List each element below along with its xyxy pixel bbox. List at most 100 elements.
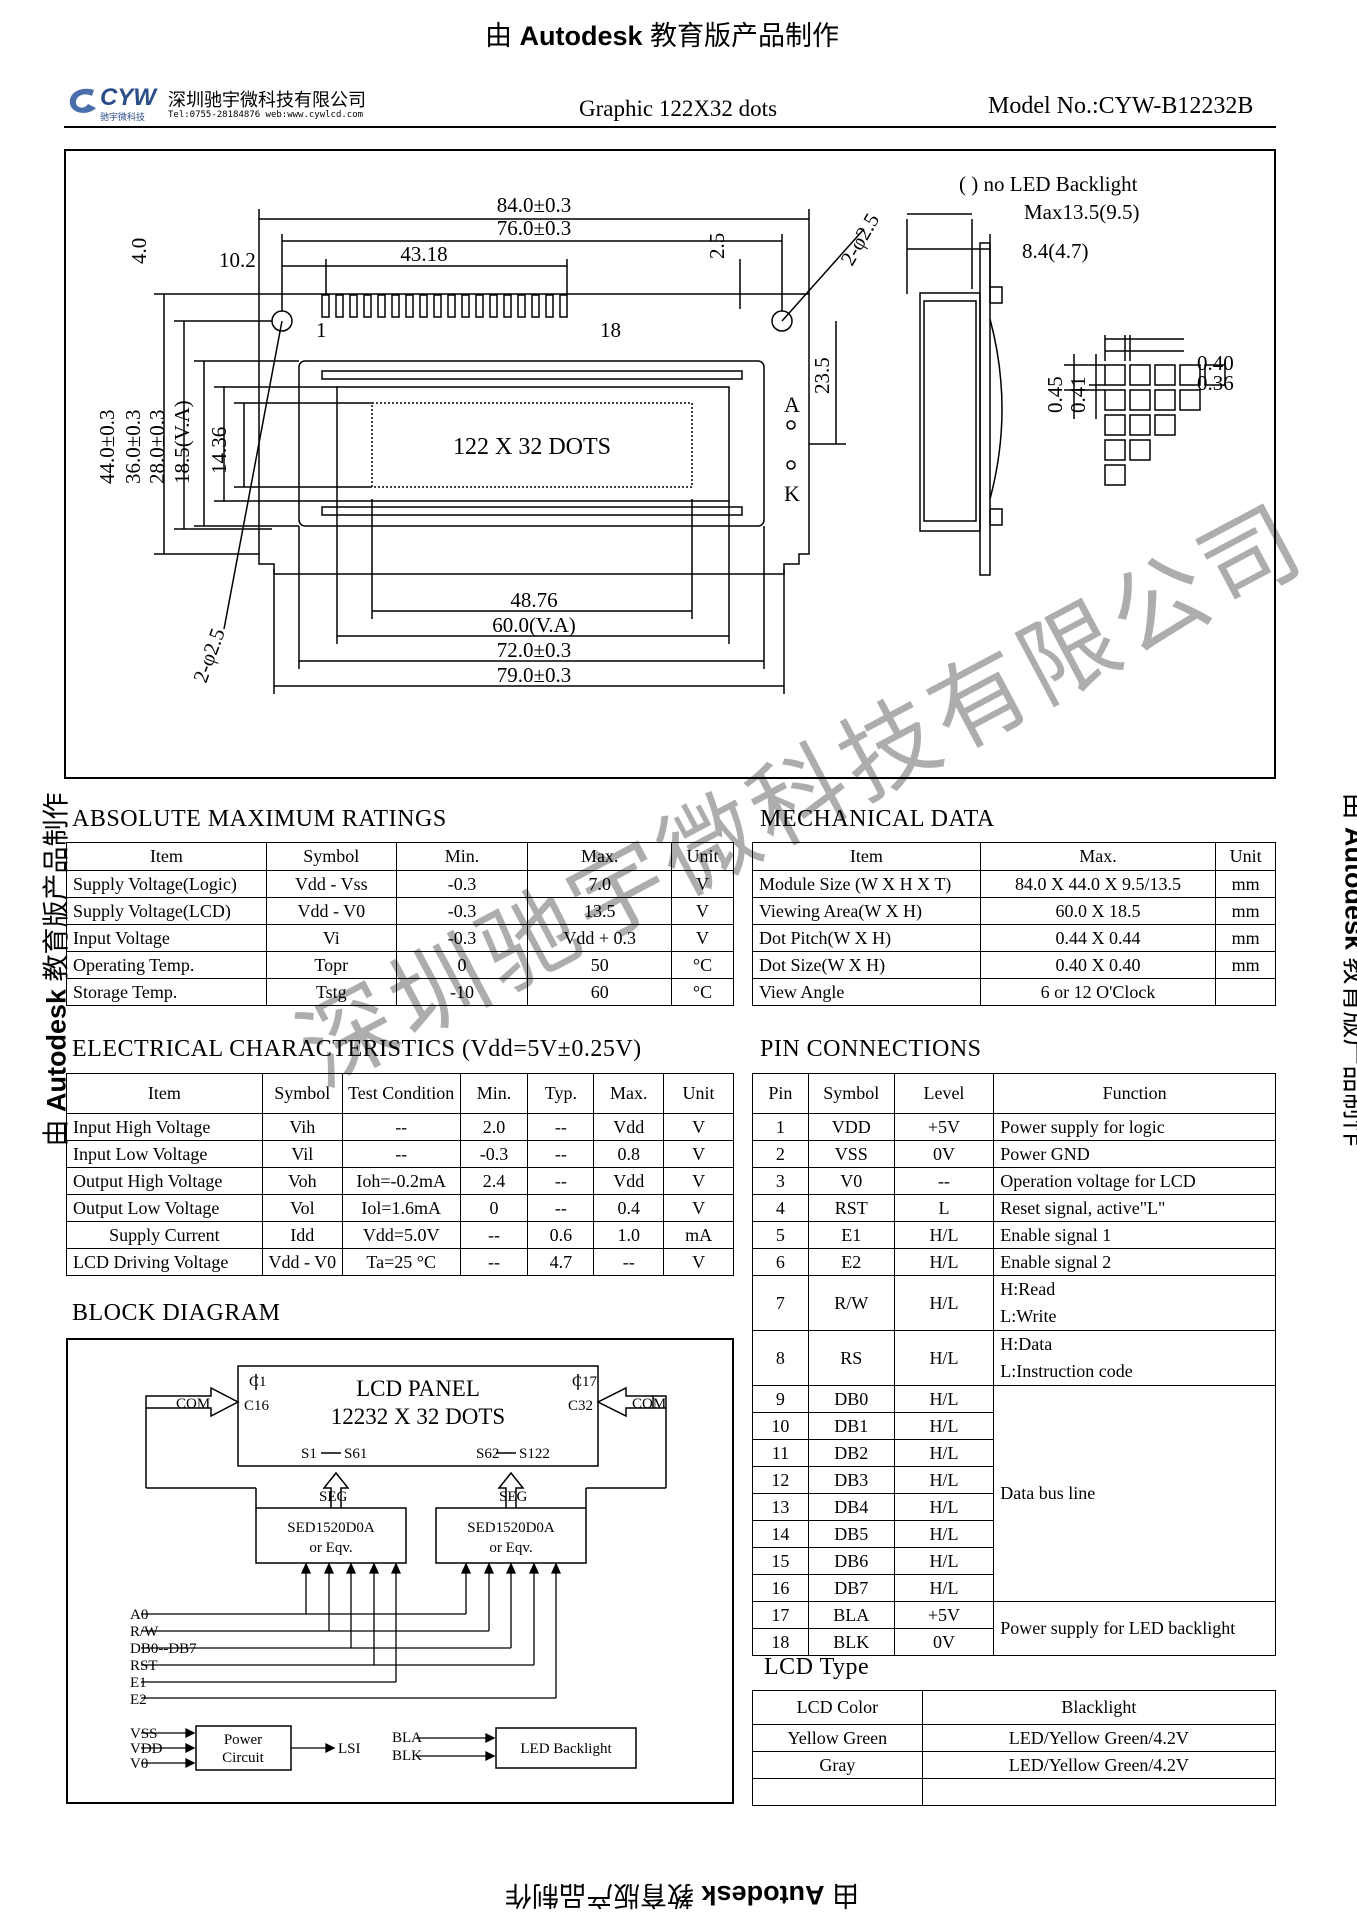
label-s61: S61 — [344, 1446, 367, 1462]
table-cell: 15 — [752, 1547, 809, 1575]
logo-text: CYW — [100, 84, 156, 111]
table-cell: LED/Yellow Green/4.2V — [921, 1724, 1277, 1752]
driver-right: SED1520D0A — [467, 1520, 555, 1536]
table-cell: -- — [527, 1167, 595, 1195]
driver-left-eqv: or Eqv. — [309, 1540, 352, 1556]
table-cell: V — [671, 924, 734, 952]
table-cell: 0.8 — [593, 1140, 665, 1168]
table-cell: H/L — [893, 1520, 995, 1548]
table-cell: -- — [341, 1140, 461, 1168]
power-circuit-1: Power — [224, 1732, 262, 1748]
table-cell: Vdd - Vss — [265, 870, 397, 898]
mechanical-drawing: ( ) no LED Backlight Max13.5(9.5) 8.4(4.… — [95, 172, 1234, 694]
pw-vdd: VDD — [130, 1741, 163, 1757]
th-unit: Unit — [1215, 842, 1276, 871]
table-cell: -- — [459, 1248, 529, 1276]
table-cell: DB7 — [807, 1574, 895, 1602]
table-cell: °C — [671, 978, 734, 1006]
table-cell: Vi — [265, 924, 397, 952]
table-cell: RS — [807, 1330, 895, 1386]
table-cell: 50 — [527, 951, 673, 979]
th-color: LCD Color — [752, 1690, 923, 1725]
dim-2-5: 2.5 — [705, 233, 729, 259]
th-item: Item — [66, 842, 267, 871]
seg-left: SEG — [319, 1489, 348, 1505]
table-cell: H/L — [893, 1275, 995, 1331]
table-cell: -- — [893, 1167, 995, 1195]
max-thickness: Max13.5(9.5) — [1024, 200, 1139, 224]
table-cell: Vdd — [593, 1167, 665, 1195]
table-cell: E2 — [807, 1248, 895, 1276]
product-title: Graphic 122X32 dots — [579, 96, 778, 121]
table-cell: 84.0 X 44.0 X 9.5/13.5 — [979, 870, 1217, 898]
pins-title: PIN CONNECTIONS — [760, 1036, 982, 1062]
table-cell: DB6 — [807, 1547, 895, 1575]
table-cell: L — [893, 1194, 995, 1222]
table-cell: -- — [593, 1248, 665, 1276]
table-cell: Idd — [261, 1221, 343, 1249]
dim-0-41: 0.41 — [1066, 376, 1090, 413]
th-condition: Test Condition — [341, 1073, 461, 1114]
table-row: Module Size (W X H X T)84.0 X 44.0 X 9.5… — [752, 870, 1276, 898]
th-item: Item — [752, 842, 981, 871]
dim-2phi-bottom: 2-φ2.5 — [188, 625, 230, 686]
logo-swirl-icon — [69, 88, 96, 113]
table-cell: 1 — [752, 1113, 809, 1141]
th-symbol: Symbol — [807, 1073, 895, 1114]
sig-e1: E1 — [130, 1675, 147, 1691]
table-cell: mm — [1215, 924, 1276, 952]
table-cell: 13 — [752, 1493, 809, 1521]
table-cell: 16 — [752, 1574, 809, 1602]
table-cell: V — [671, 897, 734, 925]
table-cell: mm — [1215, 897, 1276, 925]
rs-instruction: L:Instruction code — [1000, 1361, 1133, 1381]
table-cell: DB2 — [807, 1439, 895, 1467]
dim-2phi-top: 2-φ2.5 — [836, 209, 885, 269]
dim-0-45: 0.45 — [1043, 376, 1067, 413]
table-cell: Operation voltage for LCD — [993, 1167, 1276, 1195]
table-cell: H/L — [893, 1330, 995, 1386]
dim-0-40: 0.40 — [1197, 351, 1234, 375]
table-cell: °C — [671, 951, 734, 979]
block-title: BLOCK DIAGRAM — [72, 1300, 281, 1326]
table-cell: Vdd=5.0V — [341, 1221, 461, 1249]
table-cell: VDD — [807, 1113, 895, 1141]
sig-db: DB0--DB7 — [130, 1641, 197, 1657]
rw-write: L:Write — [1000, 1306, 1057, 1326]
label-s1: S1 — [301, 1446, 317, 1462]
table-cell: Dot Pitch(W X H) — [752, 924, 981, 952]
dim-36: 36.0±0.3 — [121, 409, 145, 484]
table-cell: 1.0 — [593, 1221, 665, 1249]
table-cell: Input Voltage — [66, 924, 267, 952]
th-item: Item — [66, 1073, 263, 1114]
pin-last: 18 — [600, 318, 621, 342]
dim-23-5: 23.5 — [810, 357, 834, 394]
table-cell: 7 — [752, 1275, 809, 1331]
lcdtype-title: LCD Type — [764, 1654, 870, 1680]
dim-43-18: 43.18 — [400, 242, 447, 266]
table-cell: Vil — [261, 1140, 343, 1168]
table-cell: Ioh=-0.2mA — [341, 1167, 461, 1195]
block-diagram: LCD PANEL 12232 X 32 DOTS C1 C16 C17 C32… — [130, 1365, 667, 1772]
table-cell: Power supply for logic — [993, 1113, 1276, 1141]
table-cell: 5 — [752, 1221, 809, 1249]
th-max: Max. — [979, 842, 1217, 871]
rw-read: H:Read — [1000, 1279, 1056, 1299]
table-cell: -0.3 — [459, 1140, 529, 1168]
th-typ: Typ. — [527, 1073, 595, 1114]
led-power-cell: Power supply for LED backlight — [993, 1601, 1276, 1656]
table-cell: DB3 — [807, 1466, 895, 1494]
dim-84: 84.0±0.3 — [497, 193, 572, 217]
table-cell: 3 — [752, 1167, 809, 1195]
table-cell: 6 or 12 O'Clock — [979, 978, 1217, 1006]
